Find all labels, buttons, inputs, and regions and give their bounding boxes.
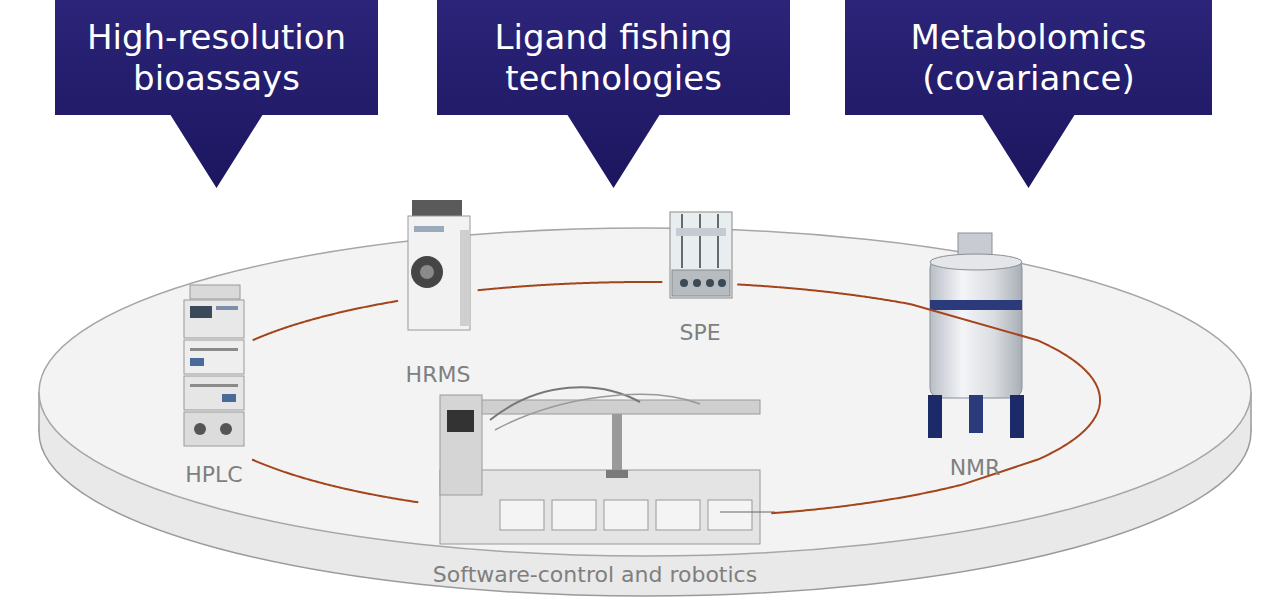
instrument-node: HRMS [402,198,474,389]
banner-text: High-resolution bioassays [63,17,370,99]
instrument-label: HRMS [406,361,471,389]
ring-segment [478,282,663,290]
arrow-banner: Ligand fishing technologies [437,0,790,188]
platter [39,228,1251,596]
instrument-node: HPLC [179,283,249,489]
banner-arrow [845,0,1212,188]
instrument-node: SPE [666,208,734,347]
hrms-illustration [408,200,470,330]
robotics-illustration [440,387,775,544]
nmr-illustration [928,233,1024,438]
arrow-banner: Metabolomics (covariance) [845,0,1212,188]
ring-segment [771,346,1100,513]
spe-illustration [670,212,732,298]
instrument-label: SPE [679,319,720,347]
banner-arrow [55,0,378,188]
ring-segment [252,459,418,502]
banner-text: Ligand fishing technologies [445,17,782,99]
hplc-illustration [184,285,244,446]
arrow-banner: High-resolution bioassays [55,0,378,188]
instrument-label: NMR [950,454,1001,482]
ring-segment [253,301,398,340]
instrument-label: Software-control and robotics [433,561,757,589]
instrument-label: HPLC [185,461,242,489]
banner-arrow [437,0,790,188]
instrument-node: NMR [916,231,1034,482]
instrument-node: Software-control and robotics [423,383,768,589]
banner-text: Metabolomics (covariance) [853,17,1204,99]
ring-segment [737,284,1050,346]
